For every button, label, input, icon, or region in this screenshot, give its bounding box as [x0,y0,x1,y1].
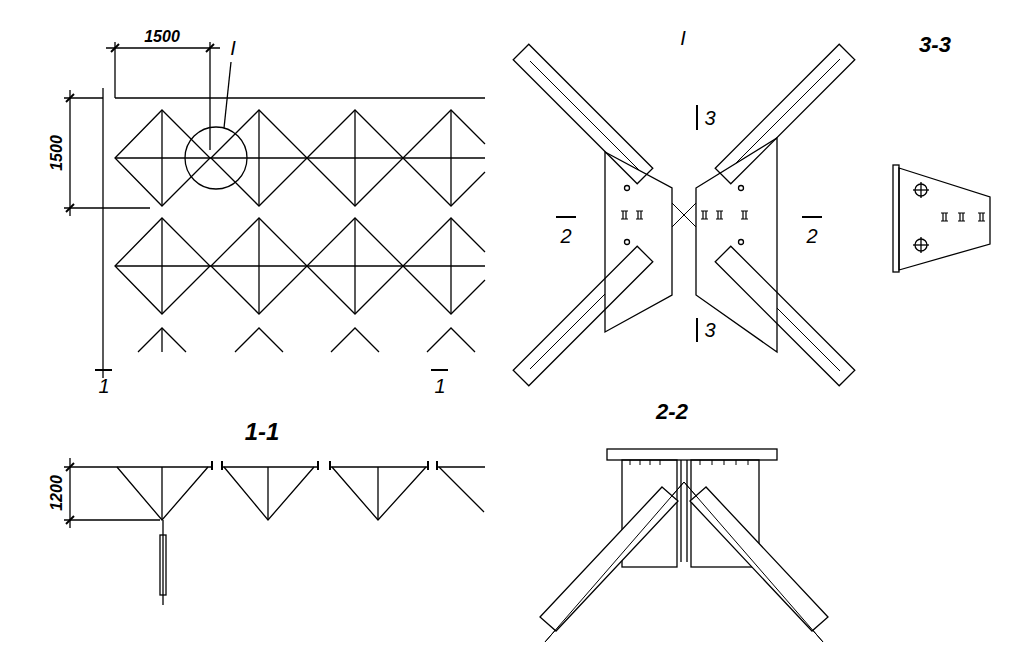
dimension-text: 1500 [144,29,180,45]
callout-mark: I [230,38,236,58]
section-mark: 3 [704,320,715,340]
section-2-2 [540,449,828,642]
section-title: 1-1 [245,420,280,444]
section-mark: 2 [560,226,571,246]
section-3-3 [893,165,990,272]
detail-node [513,44,855,386]
section-title: 3-3 [919,34,951,56]
section-title: 2-2 [656,401,688,423]
detail-title: I [680,28,686,48]
section-1-1 [64,458,485,605]
section-mark: 2 [806,226,817,246]
dimension-text: 1200 [49,475,65,511]
section-mark: 1 [434,376,445,396]
section-mark: 3 [704,108,715,128]
section-mark: 1 [98,376,109,396]
plan-view [64,42,485,378]
dimension-text: 1500 [49,135,65,171]
